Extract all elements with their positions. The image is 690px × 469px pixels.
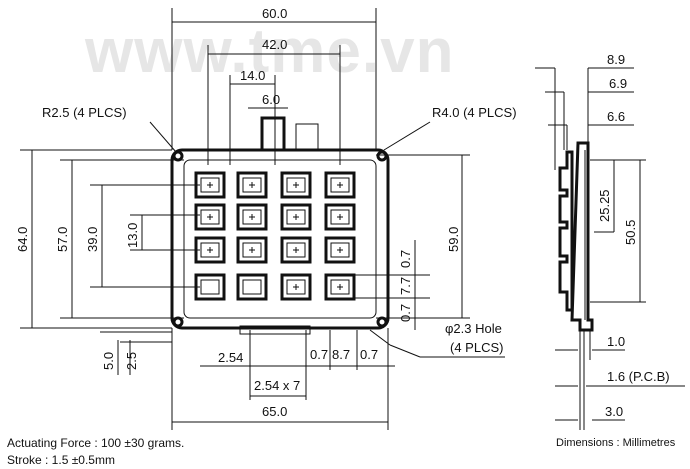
key-cap [200, 209, 220, 225]
mount-hole [172, 316, 184, 328]
key-cap [330, 242, 350, 258]
dim-pins: 2.54 x 7 [254, 378, 300, 393]
key-cap [242, 177, 262, 193]
dimension-lines [20, 8, 505, 430]
dim-60: 60.0 [262, 6, 287, 21]
stroke-note: Stroke : 1.5 ±0.5mm [7, 453, 115, 467]
key [236, 171, 268, 199]
key [194, 203, 226, 231]
key-center-mark [337, 284, 343, 290]
side-dim-50-5: 50.5 [623, 220, 638, 245]
key-cap [330, 209, 350, 225]
key-center-mark [249, 214, 255, 220]
side-view [535, 67, 685, 430]
key [280, 236, 312, 264]
side-dim-1-0: 1.0 [607, 334, 625, 349]
key-center-mark [207, 214, 213, 220]
key-center-mark [337, 214, 343, 220]
dim-64: 64.0 [15, 227, 30, 252]
dim-77: 7.7 [398, 277, 413, 295]
key-center-mark [207, 247, 213, 253]
key-cap [242, 279, 262, 295]
dim-42: 42.0 [262, 37, 287, 52]
dim-59: 59.0 [446, 227, 461, 252]
key-center-mark [249, 247, 255, 253]
side-dim-25-25: 25.25 [597, 189, 612, 222]
side-dim-6-6: 6.6 [607, 109, 625, 124]
hole-count-label: (4 PLCS) [450, 340, 503, 355]
key-cap [286, 177, 306, 193]
dim-07-a: 0.7 [398, 250, 413, 268]
dim-2-5: 2.5 [124, 352, 139, 370]
dim-bottom-87: 8.7 [332, 347, 350, 362]
dim-65: 65.0 [262, 404, 287, 419]
key [194, 273, 226, 301]
dim-39: 39.0 [85, 227, 100, 252]
dim-13: 13.0 [125, 223, 140, 248]
keypad-inner-outline [183, 159, 377, 319]
key-center-mark [337, 182, 343, 188]
side-dim-8-9: 8.9 [607, 52, 625, 67]
pin-header [239, 325, 311, 335]
side-dim-6-9: 6.9 [609, 76, 627, 91]
key-cap [330, 177, 350, 193]
key [280, 203, 312, 231]
front-view [170, 116, 390, 335]
key [280, 273, 312, 301]
dim-pitch: 2.54 [218, 350, 243, 365]
key-center-mark [207, 182, 213, 188]
key-cap [200, 177, 220, 193]
connector-tab [295, 123, 319, 151]
side-dim-pcb: 1.6 (P.C.B) [607, 369, 670, 384]
connector [260, 116, 286, 152]
side-dim-3-0: 3.0 [605, 404, 623, 419]
mount-hole [172, 150, 184, 162]
key-center-mark [293, 182, 299, 188]
key-center-mark [293, 284, 299, 290]
key [236, 203, 268, 231]
key-cap [286, 242, 306, 258]
actuating-force-note: Actuating Force : 100 ±30 grams. [7, 436, 185, 450]
dim-bottom-07-b: 0.7 [360, 347, 378, 362]
key [324, 171, 356, 199]
key-center-mark [249, 182, 255, 188]
key-cap [286, 279, 306, 295]
key-cap [286, 209, 306, 225]
mount-hole [376, 316, 388, 328]
key-center-mark [293, 247, 299, 253]
key [324, 273, 356, 301]
dim-57: 57.0 [55, 227, 70, 252]
key-center-mark [337, 247, 343, 253]
radius-left-label: R2.5 (4 PLCS) [42, 105, 127, 120]
watermark: www.tme.vn [84, 17, 454, 86]
key-cap [242, 209, 262, 225]
dim-bottom-07-a: 0.7 [310, 347, 328, 362]
key [236, 273, 268, 301]
key-cap [242, 242, 262, 258]
dim-6: 6.0 [262, 92, 280, 107]
key-cap [200, 242, 220, 258]
key [324, 236, 356, 264]
key [280, 171, 312, 199]
dim-14: 14.0 [240, 68, 265, 83]
hole-label: φ2.3 Hole [445, 321, 502, 336]
key [324, 203, 356, 231]
key [236, 236, 268, 264]
units-note: Dimensions : Millimetres [556, 437, 676, 449]
radius-right-label: R4.0 (4 PLCS) [432, 105, 517, 120]
mount-hole [376, 150, 388, 162]
key-cap [200, 279, 220, 295]
key-cap [330, 279, 350, 295]
dim-07-b: 0.7 [398, 304, 413, 322]
key-center-mark [293, 214, 299, 220]
dim-5: 5.0 [101, 352, 116, 370]
